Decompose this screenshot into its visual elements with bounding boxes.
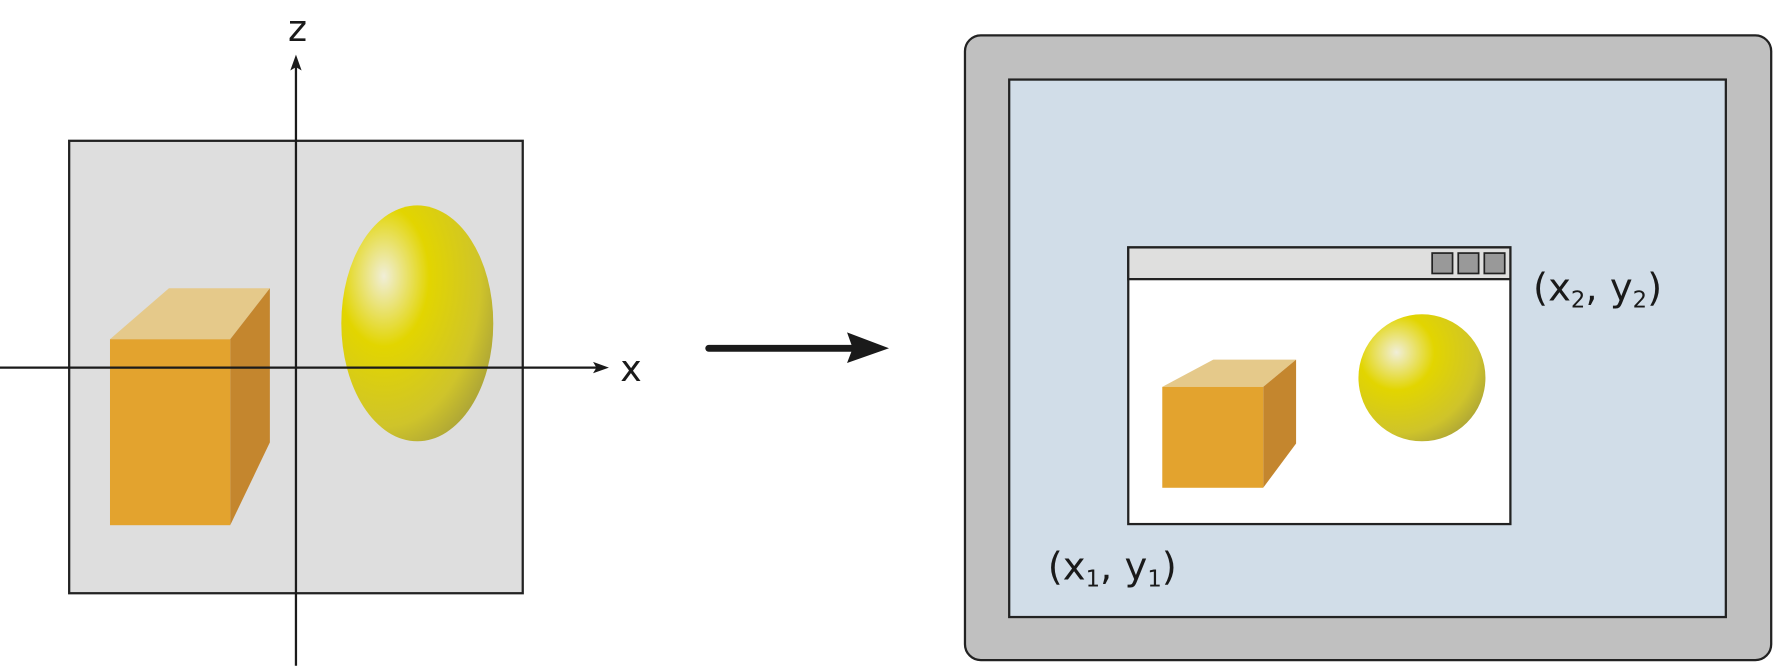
z-axis-arrowhead-icon (290, 54, 302, 71)
maximize-button[interactable] (1457, 252, 1480, 275)
sphere-projected (1358, 314, 1486, 442)
left-scene: z x (0, 7, 642, 666)
app-window (1127, 246, 1512, 526)
ellipsoid (341, 205, 494, 442)
close-button[interactable] (1483, 252, 1506, 275)
device: (x2, y2) (x1, y1) (963, 34, 1773, 662)
right-arrow-icon (705, 332, 889, 364)
z-axis-label: z (288, 7, 307, 50)
cube-3d (109, 288, 270, 526)
minimize-button[interactable] (1431, 252, 1454, 275)
corner-label-bottom-left: (x1, y1) (1048, 545, 1177, 593)
x-axis-label: x (620, 347, 641, 390)
cube-projected (1162, 359, 1297, 488)
corner-label-top-right: (x2, y2) (1533, 266, 1662, 314)
x-axis-arrowhead-icon (593, 361, 609, 374)
